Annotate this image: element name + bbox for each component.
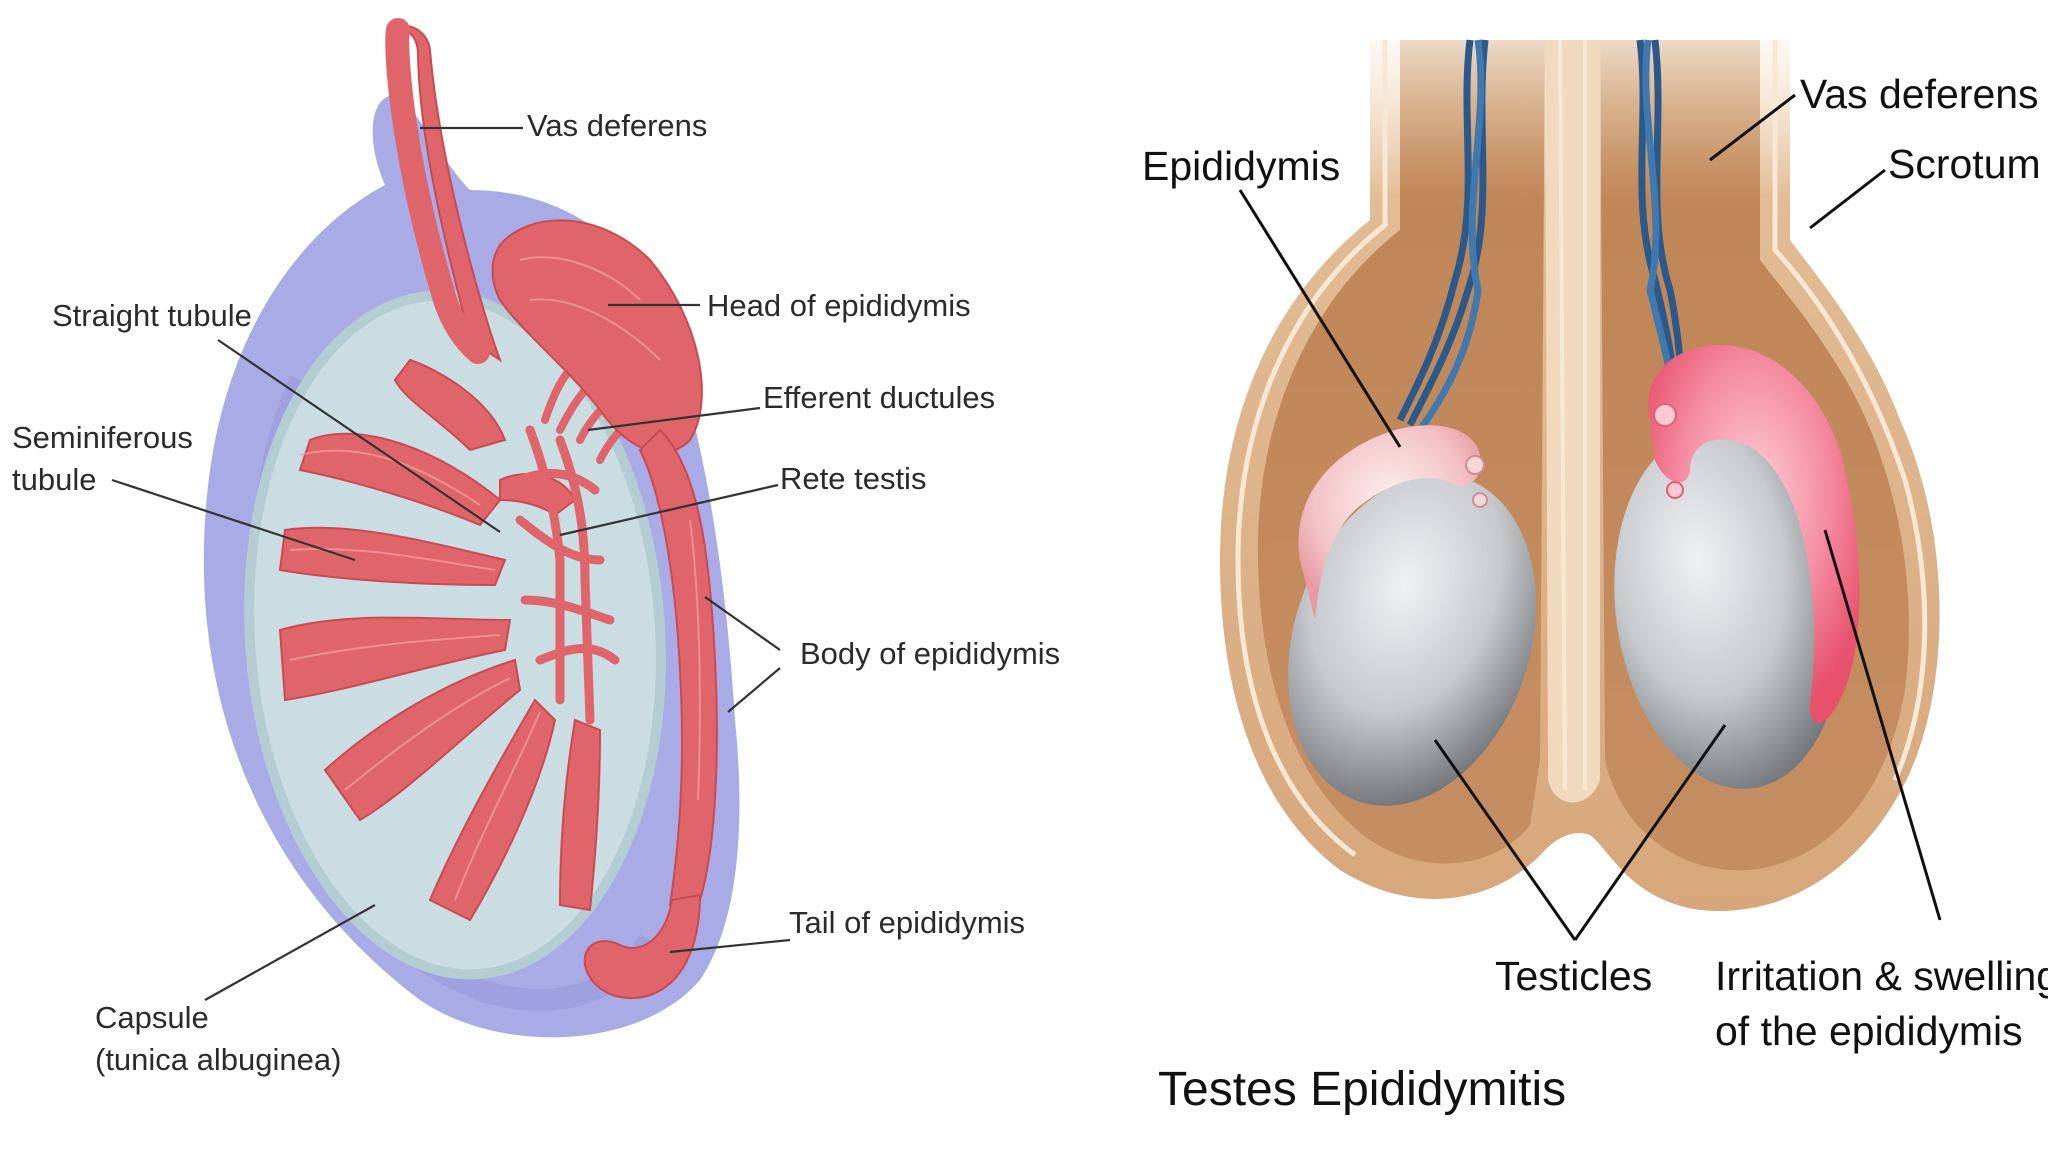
label-irritation-line2: of the epididymis <box>1715 1008 2023 1054</box>
label-vas-deferens-left: Vas deferens <box>527 108 707 143</box>
label-straight-tubule: Straight tubule <box>52 298 252 333</box>
label-scrotum: Scrotum <box>1888 141 2041 187</box>
left-leader-lines <box>111 126 791 1001</box>
scrotum-illustration <box>1220 39 1940 911</box>
figure-title: Testes Epididymitis <box>1158 1063 1566 1116</box>
label-rete-testis: Rete testis <box>780 461 926 496</box>
label-capsule-line2: (tunica albuginea) <box>95 1042 341 1077</box>
epididymis-normal <box>1298 425 1481 620</box>
label-testicles: Testicles <box>1495 953 1652 999</box>
testis-cross-section <box>203 18 740 1038</box>
label-seminiferous-line2: tubule <box>12 462 96 497</box>
label-epididymis: Epididymis <box>1142 143 1340 189</box>
label-vas-deferens-right: Vas deferens <box>1800 71 2039 117</box>
epididymis-inflamed <box>1648 345 1860 724</box>
spermatic-cord-right <box>1636 39 1686 386</box>
spermatic-cord-left <box>1396 39 1489 433</box>
label-irritation-line1: Irritation & swelling <box>1715 953 2048 999</box>
scrotal-septum <box>1545 40 1600 803</box>
testicle-right <box>1614 431 1842 789</box>
label-tail-of-epididymis: Tail of epididymis <box>789 905 1025 940</box>
epididymis-tail <box>583 893 702 1000</box>
label-body-of-epididymis: Body of epididymis <box>800 636 1060 671</box>
testicle-left <box>1288 474 1536 806</box>
label-seminiferous-line1: Seminiferous <box>12 420 193 455</box>
label-capsule-line1: Capsule <box>95 1000 209 1035</box>
label-efferent-ductules: Efferent ductules <box>763 380 995 415</box>
rete-testis <box>515 425 620 725</box>
label-head-of-epididymis: Head of epididymis <box>707 288 971 323</box>
right-leader-lines <box>1238 93 1942 941</box>
